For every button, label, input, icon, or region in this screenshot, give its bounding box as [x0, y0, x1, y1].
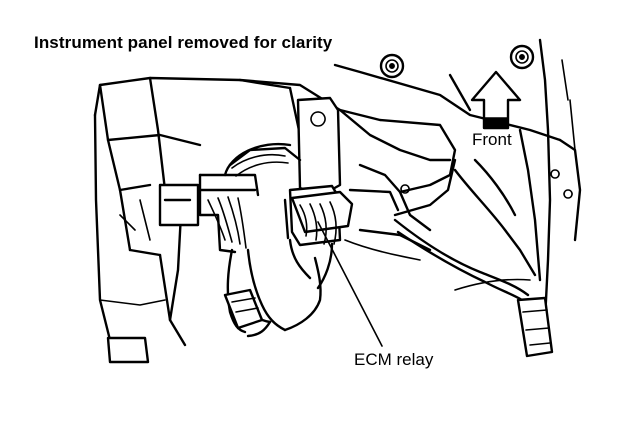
- diagram-title: Instrument panel removed for clarity: [34, 33, 333, 52]
- ecm-relay-component: [283, 184, 354, 290]
- right-bracket-structure: [333, 38, 582, 358]
- left-dash-frame: [93, 76, 292, 364]
- bolt-right: [509, 44, 535, 70]
- ecm-relay-label: ECM relay: [354, 350, 434, 369]
- ecm-relay-leader-line: [317, 221, 383, 347]
- front-label: Front: [472, 130, 512, 149]
- wiring-harness: [158, 173, 322, 338]
- bolt-left: [379, 53, 405, 79]
- up-arrow-icon: [470, 70, 522, 130]
- right-edge-lines: [561, 59, 576, 151]
